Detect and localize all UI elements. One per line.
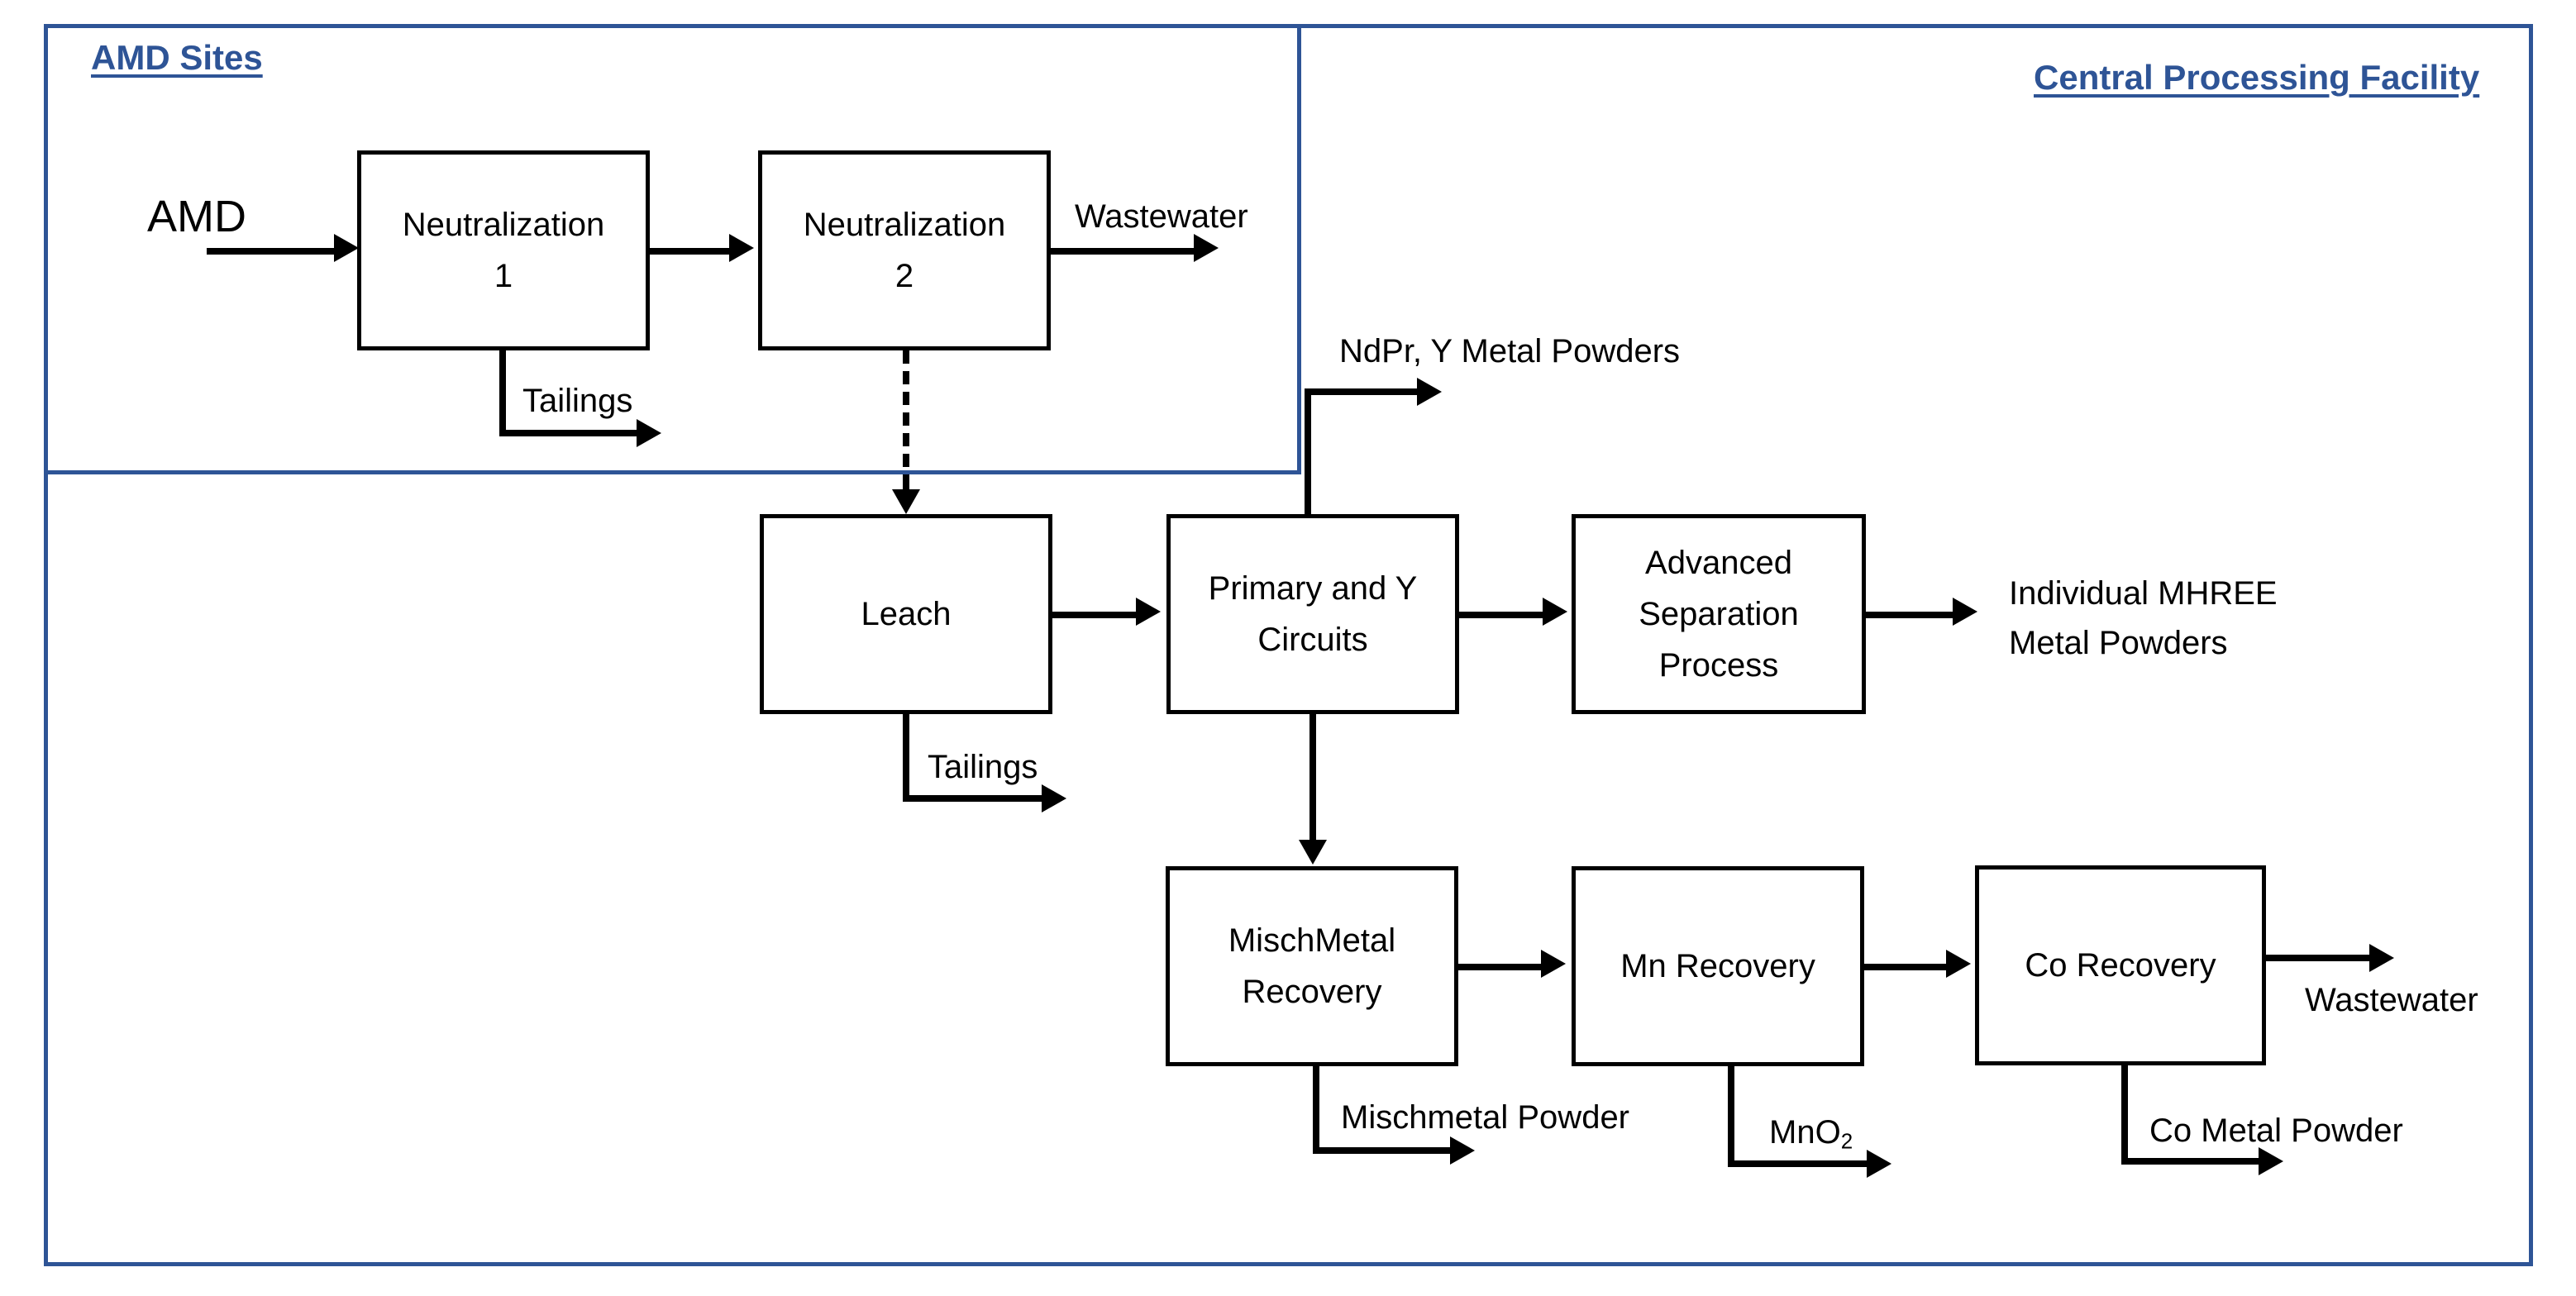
primary-to-mischmetal-vline — [1309, 714, 1316, 846]
neutralization-1-label-line1: Neutralization — [402, 207, 605, 243]
amd-sites-frame — [44, 24, 1301, 474]
mischmetal-recovery-label-line1: MischMetal — [1228, 922, 1396, 959]
individual-mhree-line2: Metal Powders — [2009, 625, 2228, 661]
co-metal-powder-hline — [2121, 1158, 2262, 1165]
primary-to-advanced-separation-arrowhead — [1543, 598, 1567, 626]
process-box-neutralization-1[interactable]: Neutralization 1 — [357, 150, 650, 350]
leach-tailings-hline — [903, 795, 1045, 802]
mno2-hline — [1728, 1160, 1870, 1167]
advanced-separation-label-line2: Separation — [1639, 596, 1799, 632]
neutralization-1-label-line2: 1 — [494, 258, 513, 294]
advanced-separation-label-line3: Process — [1658, 647, 1779, 684]
co-metal-powder-arrowhead — [2259, 1147, 2283, 1175]
process-box-leach[interactable]: Leach — [760, 514, 1052, 714]
co-metal-powder-vline — [2121, 1065, 2128, 1165]
neutralization1-to-neutralization2-arrowhead — [729, 234, 754, 262]
neutralization1-tailings-hline — [499, 430, 640, 436]
co-recovery-wastewater-arrowhead — [2369, 944, 2394, 972]
mno2-text: MnO — [1769, 1114, 1841, 1151]
co-recovery-wastewater-label: Wastewater — [2305, 982, 2478, 1018]
amd-feed-line — [207, 248, 339, 255]
mischmetal-recovery-label-line2: Recovery — [1242, 974, 1382, 1010]
mno2-label: MnO2 — [1769, 1108, 1853, 1158]
mischmetal-powder-arrowhead — [1450, 1136, 1475, 1165]
ndpr-y-powders-hline — [1305, 388, 1420, 395]
process-box-mn-recovery[interactable]: Mn Recovery — [1572, 866, 1864, 1066]
leach-tailings-vline — [903, 714, 909, 802]
process-box-neutralization-2[interactable]: Neutralization 2 — [758, 150, 1051, 350]
primary-y-label-line2: Circuits — [1257, 622, 1368, 658]
advanced-separation-label-line1: Advanced — [1645, 545, 1792, 581]
mno2-vline — [1728, 1066, 1734, 1167]
neutralization1-tailings-vline — [499, 350, 506, 436]
neutralization1-to-neutralization2-line — [650, 248, 732, 255]
mn-recovery-label: Mn Recovery — [1620, 948, 1815, 984]
mischmetal-to-mn-recovery-line — [1458, 964, 1544, 970]
amd-feed-arrowhead — [334, 234, 359, 262]
amd-sites-title: AMD Sites — [91, 38, 263, 77]
advanced-separation-product-arrowhead — [1953, 598, 1977, 626]
leach-tailings-label: Tailings — [928, 749, 1038, 785]
process-box-mischmetal-recovery[interactable]: MischMetal Recovery — [1166, 866, 1458, 1066]
central-processing-facility-title: Central Processing Facility — [2034, 58, 2480, 97]
neutralization1-tailings-arrowhead — [637, 419, 661, 447]
ndpr-y-powders-arrowhead — [1417, 378, 1442, 406]
amd-feed-label: AMD — [147, 192, 246, 241]
process-box-primary-and-y-circuits[interactable]: Primary and Y Circuits — [1166, 514, 1459, 714]
primary-y-label-line1: Primary and Y — [1208, 570, 1418, 607]
neutralization1-tailings-label: Tailings — [522, 383, 633, 419]
leach-label: Leach — [861, 596, 952, 632]
ndpr-y-powders-label: NdPr, Y Metal Powders — [1339, 333, 1681, 369]
mn-to-co-recovery-arrowhead — [1946, 950, 1971, 978]
leach-to-primary-line — [1052, 612, 1138, 618]
neutralization2-wastewater-line — [1051, 248, 1198, 255]
process-box-advanced-separation-process[interactable]: Advanced Separation Process — [1572, 514, 1866, 714]
advanced-separation-product-line — [1866, 612, 1957, 618]
process-box-co-recovery[interactable]: Co Recovery — [1975, 865, 2266, 1065]
neutralization-2-label-line1: Neutralization — [803, 207, 1006, 243]
co-metal-powder-label: Co Metal Powder — [2149, 1113, 2403, 1149]
mn-to-co-recovery-line — [1864, 964, 1950, 970]
primary-to-advanced-separation-line — [1459, 612, 1545, 618]
mischmetal-powder-label: Mischmetal Powder — [1341, 1099, 1630, 1136]
neutralization2-to-leach-arrowhead — [892, 489, 920, 514]
co-recovery-label: Co Recovery — [2025, 947, 2216, 984]
primary-to-mischmetal-arrowhead — [1299, 840, 1327, 865]
leach-tailings-arrowhead — [1042, 784, 1066, 812]
ndpr-y-powders-vline — [1305, 388, 1311, 517]
neutralization2-to-leach-dashed-line — [903, 350, 909, 488]
mischmetal-powder-vline — [1313, 1066, 1319, 1154]
neutralization2-wastewater-label: Wastewater — [1075, 198, 1248, 235]
neutralization-2-label-line2: 2 — [894, 258, 914, 294]
leach-to-primary-arrowhead — [1136, 598, 1161, 626]
mischmetal-to-mn-recovery-arrowhead — [1541, 950, 1566, 978]
mischmetal-powder-hline — [1313, 1147, 1453, 1154]
individual-mhree-metal-powders-label: Individual MHREE Metal Powders — [2009, 569, 2340, 668]
mno2-subscript: 2 — [1840, 1128, 1853, 1154]
mno2-arrowhead — [1867, 1150, 1891, 1178]
individual-mhree-line1: Individual MHREE — [2009, 575, 2278, 612]
neutralization2-wastewater-arrowhead — [1194, 234, 1219, 262]
co-recovery-wastewater-line — [2266, 955, 2373, 961]
